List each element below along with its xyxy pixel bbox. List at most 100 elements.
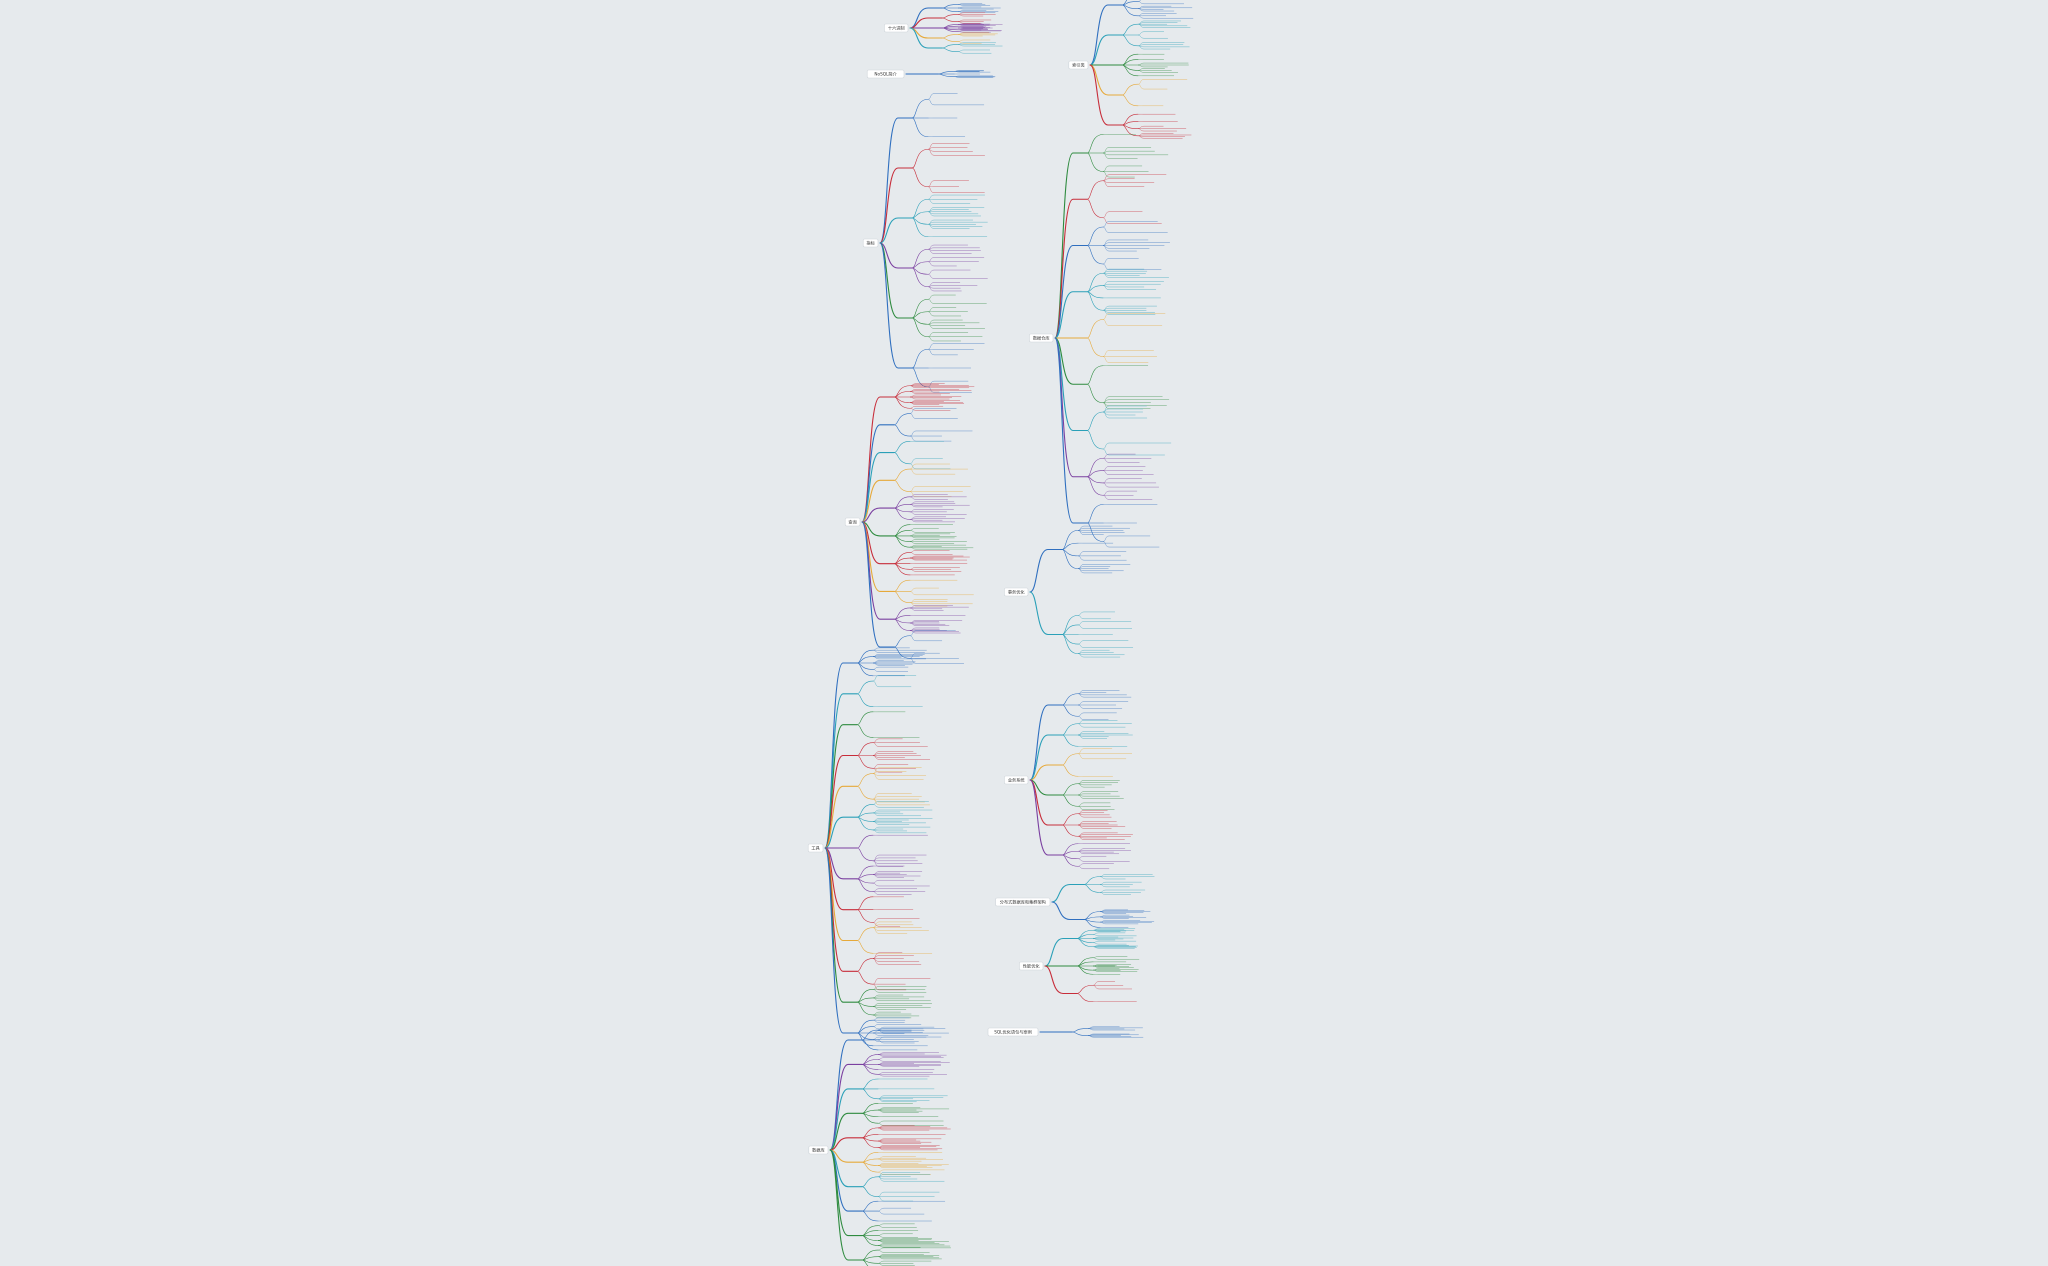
branch[interactable]	[824, 767, 930, 849]
leaf-node[interactable]	[1077, 701, 1129, 706]
leaf-node[interactable]	[1092, 934, 1137, 937]
branch[interactable]	[824, 847, 929, 1047]
leaf-node[interactable]	[927, 322, 980, 325]
leaf-node[interactable]	[1077, 866, 1110, 869]
leaf-node[interactable]	[877, 1036, 942, 1041]
leaf-node[interactable]	[1099, 920, 1141, 923]
leaf-node[interactable]	[1102, 350, 1154, 357]
leaf-node[interactable]	[877, 1165, 933, 1168]
branch[interactable]	[879, 143, 985, 244]
leaf-node[interactable]	[927, 143, 970, 150]
leaf-node[interactable]	[872, 767, 922, 774]
leaf-node[interactable]	[1092, 932, 1126, 935]
leaf-node[interactable]	[877, 1247, 951, 1251]
leaf-node[interactable]	[1077, 780, 1120, 784]
branch[interactable]	[824, 801, 933, 849]
leaf-node[interactable]	[872, 662, 905, 666]
leaf-node[interactable]	[927, 343, 985, 350]
leaf-node[interactable]	[1099, 921, 1139, 925]
leaf-node[interactable]	[1077, 652, 1114, 654]
leaf-node[interactable]	[872, 809, 933, 814]
leaf-node[interactable]	[1077, 823, 1109, 826]
leaf-node[interactable]	[877, 1158, 944, 1160]
leaf-node[interactable]	[909, 518, 965, 520]
branch[interactable]	[829, 1052, 950, 1151]
leaf-node[interactable]	[877, 1072, 933, 1075]
leaf-node[interactable]	[1077, 692, 1107, 694]
leaf-node[interactable]	[1102, 307, 1147, 311]
leaf-node[interactable]	[1137, 1, 1184, 5]
leaf-node[interactable]	[957, 34, 996, 36]
branch[interactable]	[1044, 928, 1138, 967]
leaf-node[interactable]	[872, 755, 931, 760]
leaf-node[interactable]	[957, 12, 986, 15]
leaf-node[interactable]	[877, 1098, 917, 1102]
mindmap[interactable]: 数据库	[808, 1026, 951, 1266]
mindmap[interactable]: 十六进制	[884, 3, 1003, 54]
leaf-node[interactable]	[872, 860, 923, 864]
leaf-node[interactable]	[927, 147, 968, 150]
branch[interactable]	[824, 847, 930, 895]
leaf-node[interactable]	[1102, 313, 1166, 320]
leaf-node[interactable]	[877, 1225, 917, 1228]
leaf-node[interactable]	[877, 1029, 949, 1034]
leaf-node[interactable]	[927, 244, 968, 250]
leaf-node[interactable]	[872, 1005, 923, 1007]
leaf-node[interactable]	[1077, 753, 1127, 759]
leaf-node[interactable]	[872, 958, 920, 962]
leaf-node[interactable]	[872, 860, 904, 867]
leaf-node[interactable]	[1077, 712, 1117, 717]
leaf-node[interactable]	[909, 391, 950, 394]
leaf-node[interactable]	[1099, 892, 1131, 895]
branch[interactable]	[1029, 690, 1132, 781]
branch[interactable]	[909, 27, 1003, 54]
leaf-node[interactable]	[1099, 916, 1134, 918]
leaf-node[interactable]	[909, 468, 956, 475]
leaf-node[interactable]	[1102, 284, 1161, 286]
leaf-node[interactable]	[1092, 985, 1132, 990]
leaf-node[interactable]	[1077, 621, 1132, 626]
leaf-node[interactable]	[1077, 615, 1111, 619]
leaf-node[interactable]	[872, 872, 901, 875]
leaf-node[interactable]	[1099, 916, 1147, 918]
leaf-node[interactable]	[872, 1032, 929, 1036]
leaf-node[interactable]	[927, 261, 957, 267]
leaf-node[interactable]	[909, 533, 951, 537]
leaf-node[interactable]	[1077, 850, 1131, 852]
leaf-node[interactable]	[872, 978, 931, 985]
leaf-node[interactable]	[877, 1245, 921, 1248]
leaf-node[interactable]	[927, 224, 983, 227]
leaf-node[interactable]	[927, 209, 969, 212]
root-node[interactable]: 查询	[844, 517, 861, 527]
leaf-node[interactable]	[872, 819, 909, 822]
leaf-node[interactable]	[909, 503, 956, 505]
leaf-node[interactable]	[872, 891, 912, 895]
branch[interactable]	[1029, 748, 1132, 781]
leaf-node[interactable]	[953, 76, 993, 78]
leaf-node[interactable]	[1137, 8, 1164, 10]
leaf-node[interactable]	[1077, 783, 1105, 788]
branch[interactable]	[909, 23, 1003, 33]
leaf-node[interactable]	[872, 812, 904, 815]
leaf-node[interactable]	[872, 669, 909, 672]
leaf-node[interactable]	[1077, 690, 1120, 694]
leaf-node[interactable]	[872, 768, 903, 773]
leaf-node[interactable]	[1099, 884, 1130, 888]
leaf-node[interactable]	[1077, 813, 1112, 818]
branch[interactable]	[1089, 64, 1188, 107]
leaf-node[interactable]	[1077, 704, 1123, 709]
leaf-node[interactable]	[1137, 84, 1168, 90]
leaf-node[interactable]	[1077, 802, 1111, 807]
leaf-node[interactable]	[1087, 1028, 1125, 1030]
leaf-node[interactable]	[1102, 310, 1156, 315]
leaf-node[interactable]	[872, 804, 924, 808]
branch[interactable]	[829, 1078, 948, 1151]
leaf-node[interactable]	[1092, 957, 1140, 960]
leaf-node[interactable]	[1077, 806, 1115, 810]
leaf-node[interactable]	[909, 544, 967, 548]
leaf-node[interactable]	[909, 396, 950, 400]
leaf-node[interactable]	[1077, 551, 1127, 557]
leaf-node[interactable]	[1137, 64, 1168, 68]
leaf-node[interactable]	[1102, 152, 1169, 156]
